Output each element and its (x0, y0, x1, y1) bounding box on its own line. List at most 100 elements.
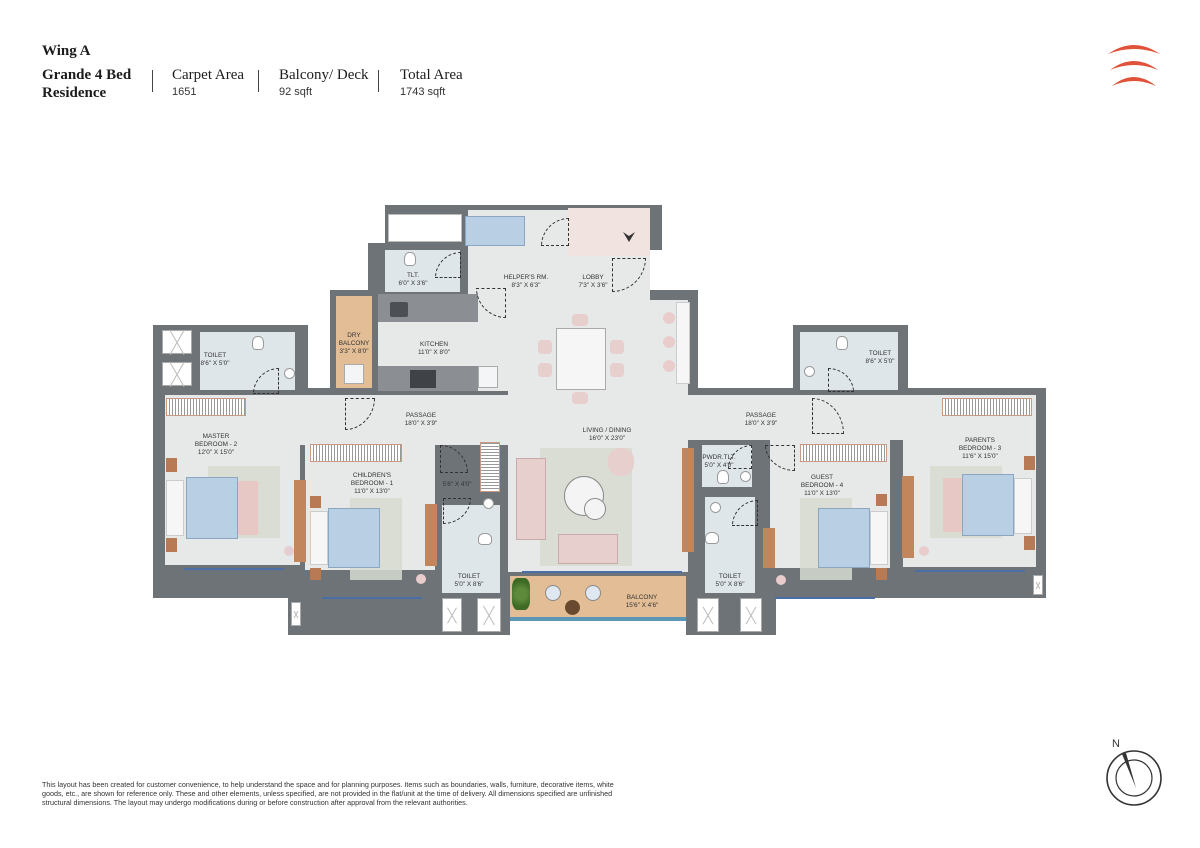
room-size: 5'6" X 4'0" (442, 481, 472, 488)
wardrobe (800, 444, 887, 462)
bed (328, 508, 380, 568)
wardrobe (942, 398, 1032, 416)
side-table (1024, 456, 1035, 470)
toilet-seat (705, 532, 719, 544)
south-wall-left (288, 595, 510, 635)
children-toilet-floor (442, 505, 500, 593)
room-label-helper-toilet: TLT. 6'0" X 3'6" (398, 272, 427, 288)
room-name: PWDR.TLT. (702, 454, 736, 461)
room-name: HELPER'S RM. (503, 274, 549, 281)
unit-type-line2: Residence (42, 85, 107, 101)
room-name: BALCONY (338, 340, 370, 347)
room-label-kitchen: KITCHEN 11'0" X 8'0" (418, 341, 450, 357)
duct-shaft (697, 598, 719, 632)
bar-stool (663, 312, 675, 324)
balcony-chair (545, 585, 561, 601)
toilet-seat (404, 252, 416, 266)
guest-toilet-floor (705, 497, 755, 593)
unit-type-line1: Grande 4 Bed (42, 67, 132, 83)
wing-title: Wing A (42, 43, 91, 59)
room-label-childrens-bedroom: CHILDREN'S BEDROOM - 1 11'0" X 13'0" (351, 472, 393, 496)
toilet-seat (252, 336, 264, 350)
room-label-master-bedroom: MASTER BEDROOM - 2 12'0" X 15'0" (195, 433, 237, 457)
room-label-dry-balcony: DRY BALCONY 3'3" X 8'0" (339, 332, 370, 356)
master-toilet-floor (200, 332, 295, 390)
total-area: Total Area 1743 sqft (400, 66, 463, 98)
dining-chair (572, 392, 588, 404)
sofa (516, 458, 546, 540)
header-divider (258, 70, 259, 92)
side-table (876, 494, 887, 506)
room-size: 11'0" X 13'0" (804, 490, 840, 497)
room-size: 11'6" X 15'0" (962, 453, 998, 460)
balcony-table (565, 600, 580, 615)
room-name: BALCONY (626, 594, 658, 601)
wash-basin (804, 366, 815, 377)
carpet-area: Carpet Area 1651 (172, 66, 244, 98)
window (915, 570, 1025, 572)
dining-chair (538, 363, 552, 377)
room-label-balcony: BALCONY 15'6" X 4'6" (626, 594, 659, 610)
room-size: 11'0" X 8'0" (417, 349, 451, 356)
room-label-master-toilet: TOILET 8'6" X 5'0" (200, 352, 229, 368)
wardrobe (166, 398, 246, 416)
duct-shaft (1033, 575, 1043, 595)
stool (919, 546, 929, 556)
wardrobe (310, 444, 402, 462)
storage-loft (388, 214, 462, 242)
room-size: 16'0" X 23'0" (588, 435, 626, 442)
room-name: CHILDREN'S (352, 472, 392, 479)
duct-shaft (162, 330, 192, 354)
room-label-wardrobe-niche: 5'6" X 4'0" (442, 481, 471, 489)
wash-basin (483, 498, 494, 509)
bed (962, 474, 1014, 536)
study-desk (425, 504, 437, 566)
console-unit (676, 302, 690, 384)
room-label-parents-toilet: TOILET 8'6" X 5'0" (865, 350, 894, 366)
duct-shaft (162, 362, 192, 386)
lobby-entry-floor (568, 208, 650, 256)
balcony-chair (585, 585, 601, 601)
north-compass-icon: N (1100, 738, 1166, 810)
tv-unit (902, 476, 914, 558)
room-size: 15'6" X 4'6" (625, 602, 659, 609)
hob-icon (410, 370, 436, 388)
room-size: 5'0" X 8'6" (715, 581, 745, 588)
toilet-seat (478, 533, 492, 545)
carpet-area-value: 1651 (172, 86, 197, 98)
side-table (310, 496, 321, 508)
room-label-passage-right: PASSAGE 18'0" X 3'9" (745, 412, 778, 428)
room-name: TOILET (718, 573, 742, 580)
bar-stool (663, 360, 675, 372)
carpet-area-label: Carpet Area (172, 67, 245, 83)
compass-rings-icon (1106, 750, 1162, 806)
room-name: TLT. (407, 272, 419, 279)
room-label-guest-bedroom: GUEST BEDROOM - 4 11'0" X 13'0" (801, 474, 843, 498)
balcony-area-label: Balcony/ Deck (279, 67, 369, 83)
side-table (876, 568, 887, 580)
duct-shaft (477, 598, 501, 632)
header-divider (378, 70, 379, 92)
room-name: TOILET (203, 352, 227, 359)
bed (186, 477, 238, 539)
room-name: BEDROOM - 2 (194, 441, 238, 448)
disclaimer-text: This layout has been created for custome… (42, 780, 614, 807)
room-name: TOILET (457, 573, 481, 580)
bed-pillows (166, 480, 184, 536)
tv-unit (294, 480, 306, 562)
room-name: BEDROOM - 3 (958, 445, 1002, 452)
room-label-lobby: LOBBY 7'3" X 3'6" (578, 274, 607, 290)
room-name: BEDROOM - 1 (350, 480, 394, 487)
balcony-railing (510, 617, 686, 621)
room-label-guest-toilet: TOILET 5'0" X 8'6" (715, 573, 744, 589)
wash-basin (710, 502, 721, 513)
room-size: 5'0" X 4'0" (704, 462, 734, 469)
helper-toilet-floor (385, 250, 460, 292)
balcony-area: Balcony/ Deck 92 sqft (279, 66, 369, 98)
wardrobe (480, 442, 500, 492)
compass-north-label: N (1112, 738, 1120, 750)
room-name: TOILET (868, 350, 892, 357)
room-label-helper-room: HELPER'S RM. 8'3" X 6'3" (504, 274, 549, 290)
room-label-children-toilet: TOILET 5'0" X 8'6" (454, 573, 483, 589)
